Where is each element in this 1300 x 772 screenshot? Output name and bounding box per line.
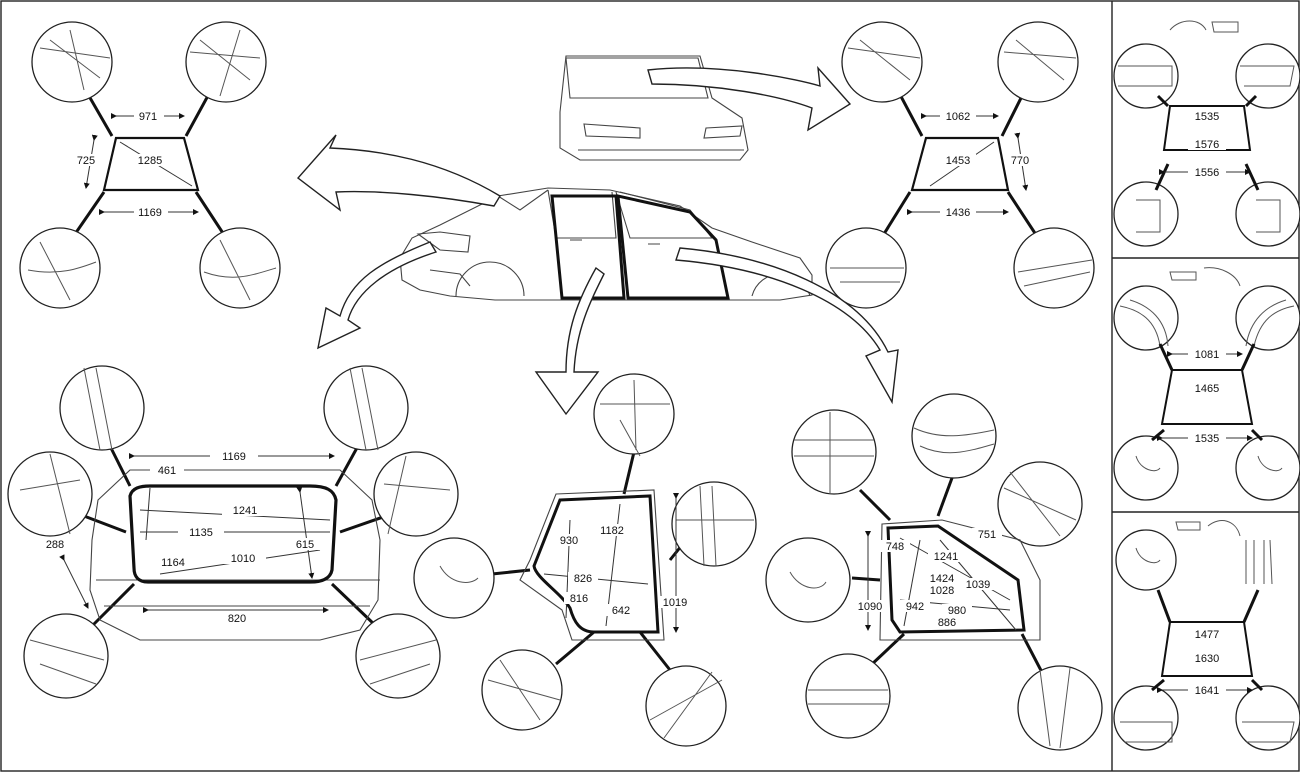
trunk-side-dim: 615 (296, 539, 314, 551)
panel2-top-dim: 1081 (1195, 349, 1219, 361)
windshield-top-dim: 971 (139, 111, 157, 123)
panel2-mid-dim: 1465 (1195, 383, 1219, 395)
front-door-c-dim: 751 (978, 529, 996, 541)
front-door-f-dim: 1039 (966, 579, 990, 591)
trunk-left-dim: 288 (46, 539, 64, 551)
trunk-bottom-dim: 820 (228, 613, 246, 625)
windshield-frame: 971 1285 725 1169 (70, 110, 200, 219)
rear-door-f-dim: 1019 (663, 597, 687, 609)
front-door-g-dim: 1090 (858, 601, 882, 613)
panel1-mid-dim: 1576 (1195, 139, 1219, 151)
trunk-depth-dim: 461 (158, 465, 176, 477)
front-door-j-dim: 886 (938, 617, 956, 629)
car-body-illustration (399, 187, 813, 301)
side-panel-3: 1477 1630 1641 (1113, 520, 1300, 751)
windshield-diagonal-dim: 1285 (138, 155, 162, 167)
front-door-d-dim: 1424 (930, 573, 954, 585)
panel3-bottom-dim: 1641 (1195, 685, 1219, 697)
rear-door-d-dim: 816 (570, 593, 588, 605)
front-door-opening: 748 1241 751 1424 1028 1039 1090 942 980… (852, 519, 1041, 641)
side-panel-2: 1081 1465 1535 (1113, 267, 1300, 501)
rear-door-a-dim: 930 (560, 535, 578, 547)
trunk-top-dim: 1169 (222, 451, 246, 463)
panel3-mid-dim: 1630 (1195, 653, 1219, 665)
rear-door-e-dim: 642 (612, 605, 630, 617)
trunk-mid-dim: 1010 (231, 553, 255, 565)
windshield-bottom-dim: 1169 (138, 207, 162, 219)
trunk-lower-dim: 1164 (161, 557, 185, 569)
trunk-diag-dim: 1241 (233, 505, 257, 517)
rear-window-top-dim: 1062 (946, 111, 970, 123)
front-door-i-dim: 980 (948, 605, 966, 617)
rear-window-bottom-dim: 1436 (946, 207, 970, 219)
direction-arrows (296, 65, 1262, 416)
front-door-b-dim: 1241 (934, 551, 958, 563)
front-door-e-dim: 1028 (930, 585, 954, 597)
panel2-bottom-dim: 1535 (1195, 433, 1219, 445)
panel3-top-dim: 1477 (1195, 629, 1219, 641)
trunk-opening: 1169 461 1241 1135 1010 1164 615 288 820 (38, 450, 381, 641)
detail-circles (7, 21, 1103, 751)
front-door-h-dim: 942 (906, 601, 924, 613)
rear-window-frame: 1062 1453 770 1436 (907, 110, 1036, 219)
panel1-top-dim: 1535 (1195, 111, 1219, 123)
rear-door-opening: 930 1182 826 816 642 1019 (519, 489, 692, 641)
panel1-bottom-dim: 1556 (1195, 167, 1219, 179)
front-door-a-dim: 748 (886, 541, 904, 553)
trunk-width-dim: 1135 (189, 527, 213, 539)
rear-window-side-dim: 770 (1011, 155, 1029, 167)
rear-window-diagonal-dim: 1453 (946, 155, 970, 167)
rear-door-c-dim: 826 (574, 573, 592, 585)
windshield-side-dim: 725 (77, 155, 95, 167)
side-panel-1: 1535 1576 1556 (1113, 20, 1300, 247)
rear-door-b-dim: 1182 (600, 525, 624, 537)
